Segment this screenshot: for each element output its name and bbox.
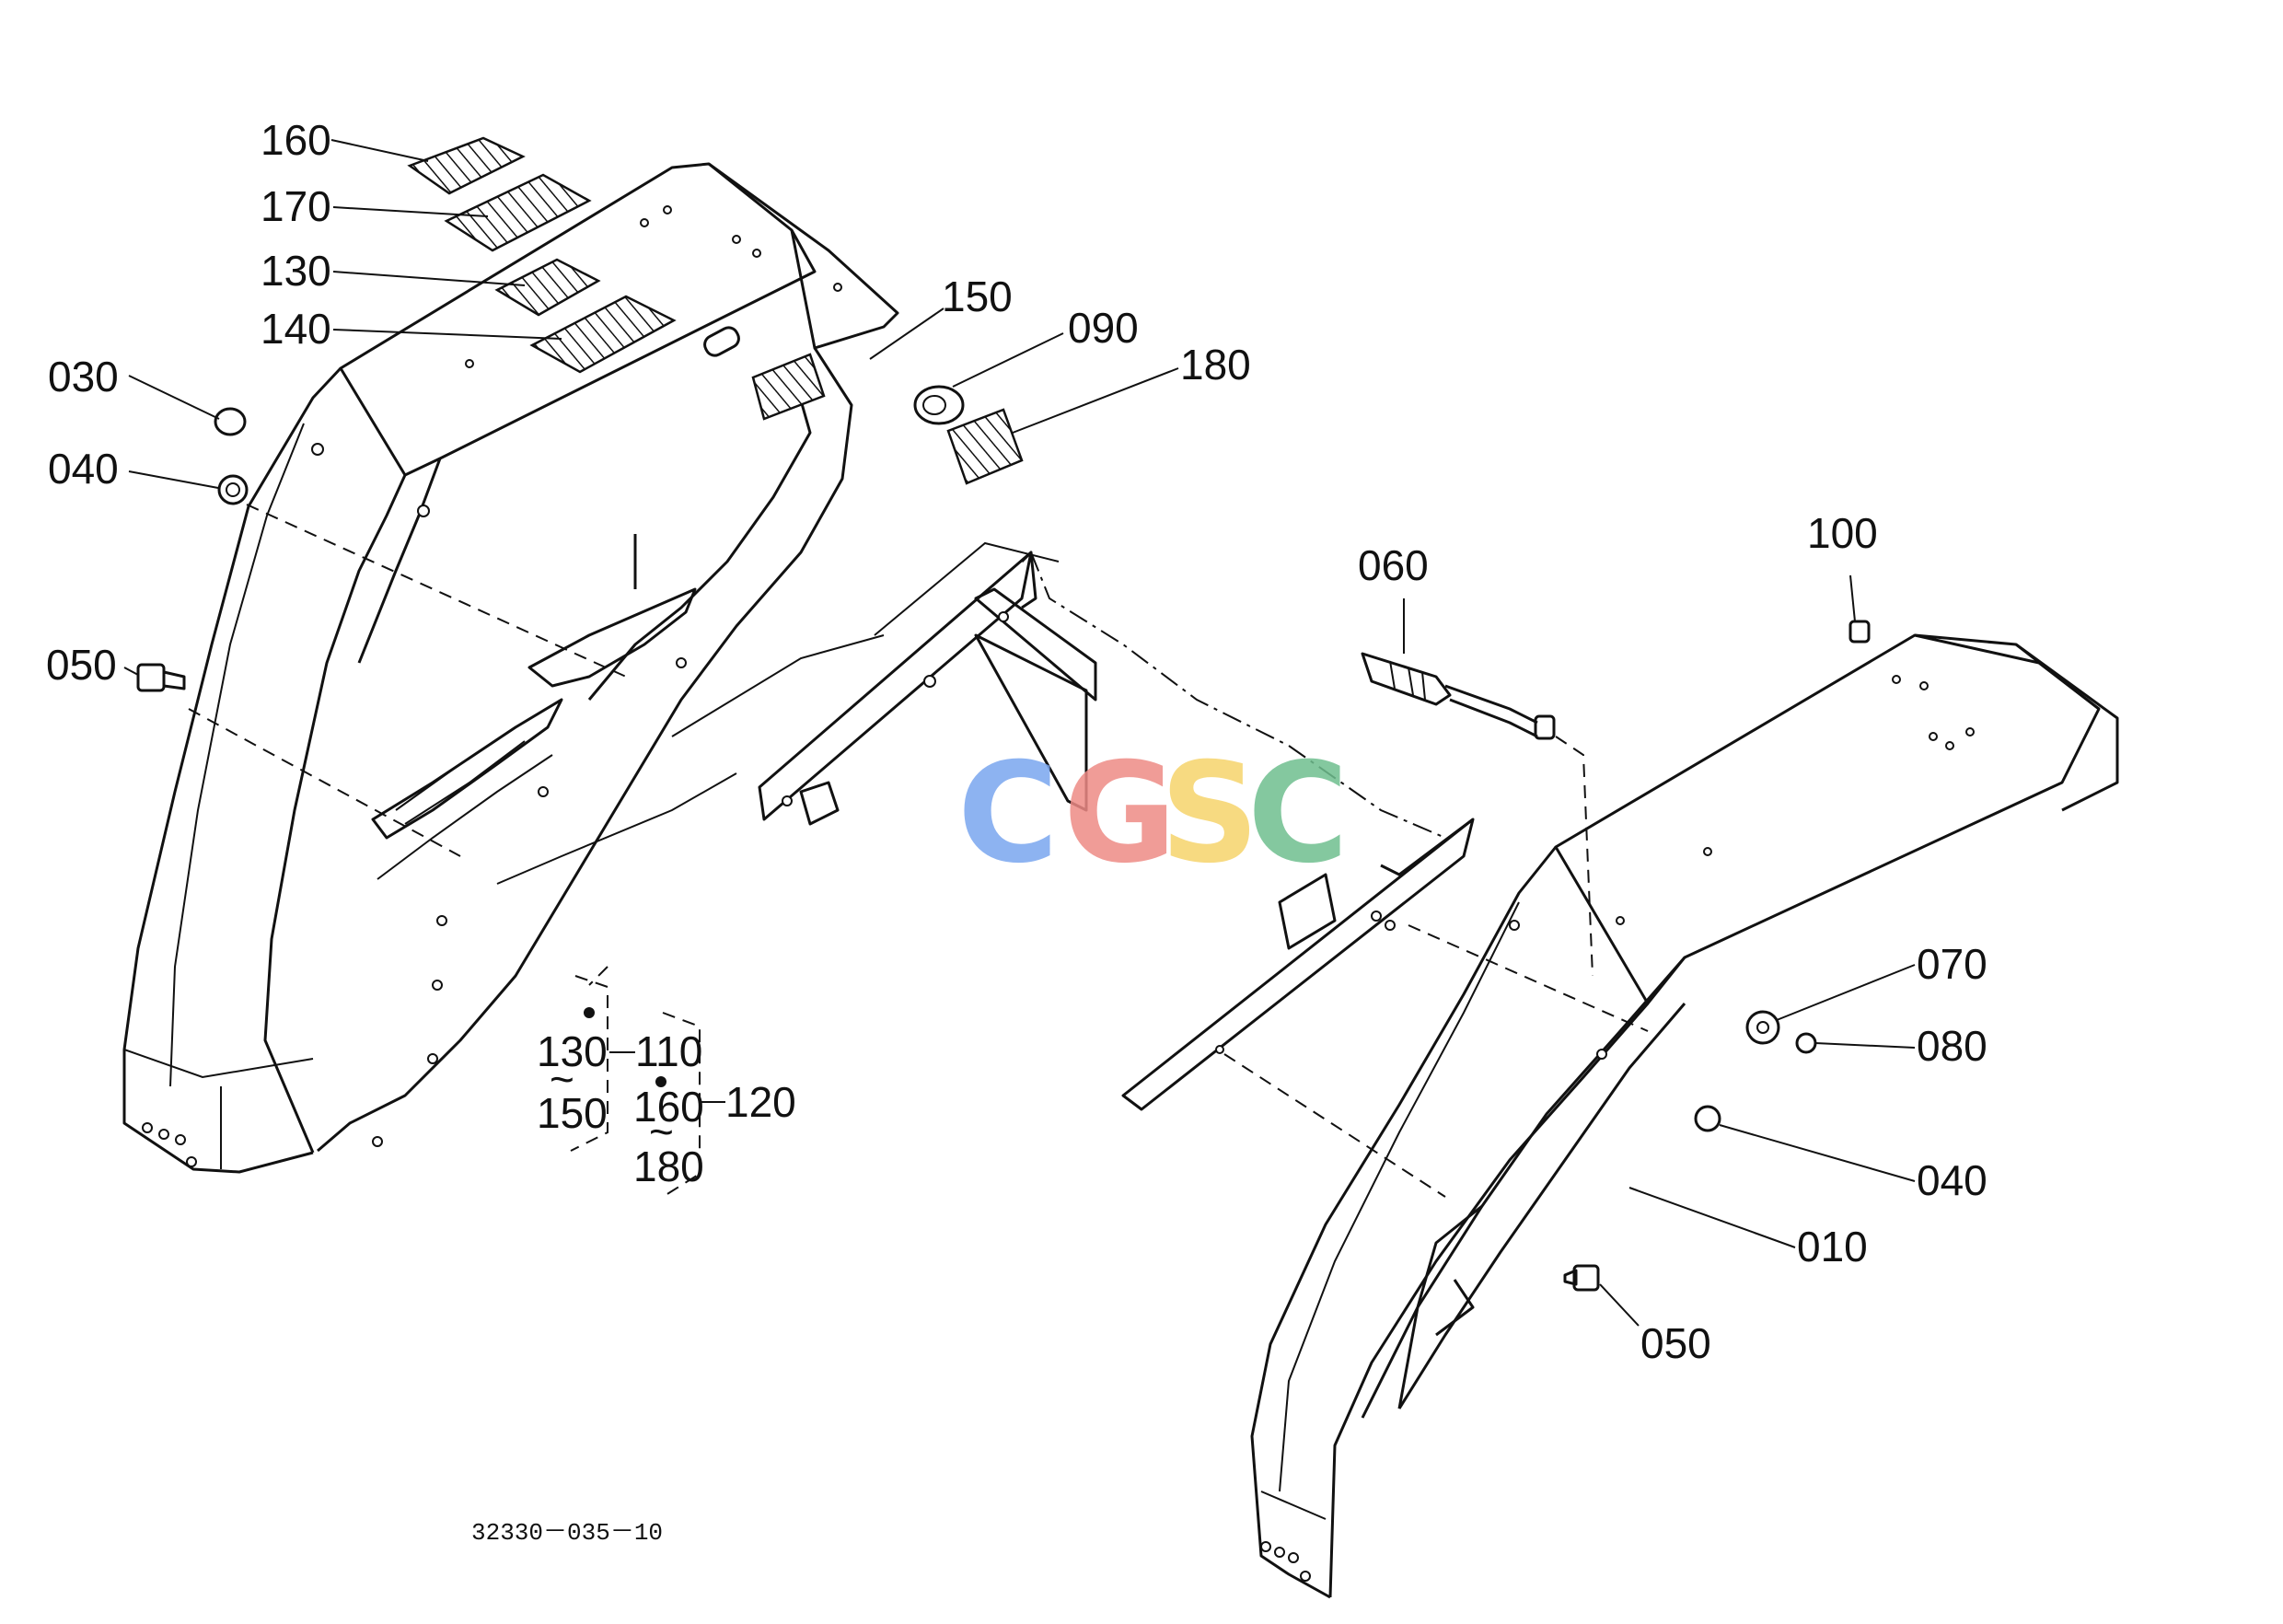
loose-parts-right [1361,620,1871,1292]
kit-group-labels: 130 ~ 150 110 160 ~ 180 120 [537,1027,796,1190]
callout-040-right: 040 [1917,1156,1987,1204]
kit-group1-tilde: ~ [550,1055,574,1103]
callout-140: 140 [261,305,331,353]
kit-group-brackets [570,975,725,1198]
watermark-letter-1: C [957,734,1059,894]
decal-patches-left [407,136,826,421]
kit-group2-label: 120 [725,1078,796,1126]
drawing-number: 32330－035－10 [471,1519,663,1547]
kit-group1-label: 110 [635,1027,702,1075]
kit-group1-end: 150 [537,1089,608,1137]
kit-group1-start: 130 [537,1027,608,1075]
callout-180: 180 [1180,341,1251,389]
callout-130: 130 [261,247,331,295]
assembly-lines [188,504,1649,1198]
callout-040-left: 040 [48,445,119,493]
watermark-logo: C G S C [957,734,1349,894]
callout-090: 090 [1068,304,1139,352]
leader-lines [123,139,1916,1327]
watermark-letter-3: S [1160,734,1259,894]
callout-010: 010 [1797,1223,1868,1270]
callout-080: 080 [1917,1022,1987,1070]
callout-050-right: 050 [1640,1319,1711,1367]
kit-group2-start: 160 [633,1083,704,1131]
watermark-letter-2: G [1063,734,1176,894]
callout-150: 150 [942,273,1013,320]
left-fender [122,162,899,1174]
callout-050-left: 050 [46,641,117,689]
watermark-letter-4: C [1247,734,1349,894]
callout-030: 030 [48,353,119,400]
callout-labels: 160 170 130 140 150 090 180 030 040 050 … [46,116,1987,1367]
kit-group2-tilde: ~ [649,1108,674,1155]
callout-070: 070 [1917,940,1987,988]
callout-170: 170 [261,182,331,230]
kit-group2-end: 180 [633,1143,704,1190]
callout-060: 060 [1358,541,1429,589]
callout-100: 100 [1807,509,1878,557]
callout-160: 160 [261,116,331,164]
right-fender [1250,633,2119,1599]
loose-parts-left [136,385,1024,692]
center-bracket [496,541,1475,1111]
